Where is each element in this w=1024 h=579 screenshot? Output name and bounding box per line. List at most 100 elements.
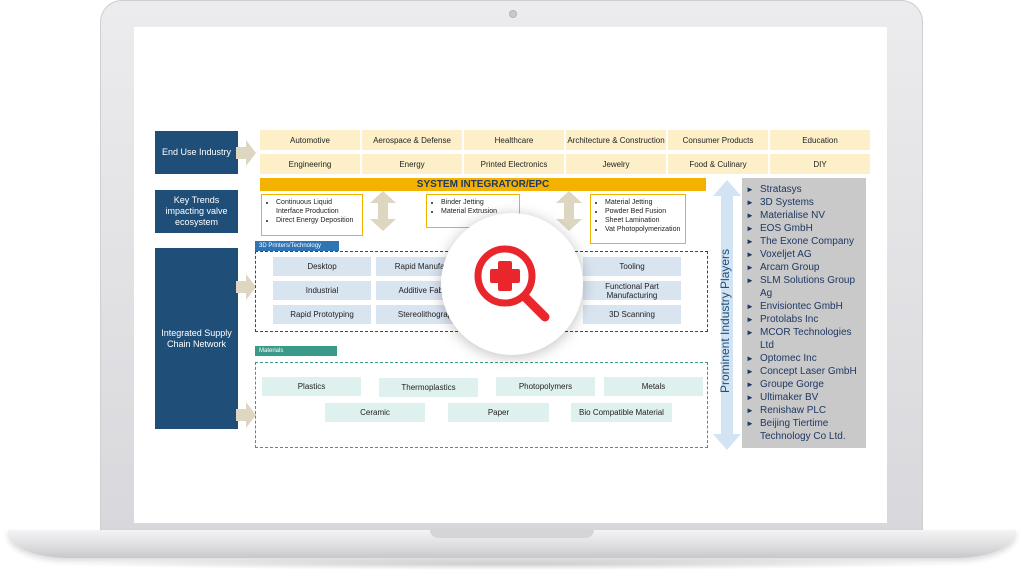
industry-cell: Energy	[362, 154, 462, 174]
materials-tag: Materials	[255, 346, 337, 356]
player-item: ►Arcam Group	[746, 261, 857, 274]
tech-cell: Industrial	[273, 281, 371, 300]
bullet-arrow-icon: ►	[746, 209, 760, 222]
arrow-printers	[236, 274, 256, 300]
player-name: Technology Co Ltd.	[760, 431, 846, 442]
trend-item: Continuous Liquid Interface Production	[276, 198, 358, 216]
bullet-arrow-icon: ►	[746, 404, 760, 417]
player-name: Ltd	[760, 340, 774, 351]
player-name: EOS GmbH	[760, 223, 813, 234]
player-name: Arcam Group	[760, 262, 819, 273]
player-name: Voxeljet AG	[760, 249, 812, 260]
player-name: MCOR Technologies	[760, 327, 852, 338]
industry-cell: Food & Culinary	[668, 154, 768, 174]
players-panel: ►Stratasys►3D Systems►Materialise NV►EOS…	[742, 178, 866, 448]
double-arrow-icon	[368, 191, 398, 231]
bullet-arrow-icon: ►	[746, 235, 760, 248]
bullet-arrow-icon: ►	[746, 365, 760, 378]
player-name: The Exone Company	[760, 236, 854, 247]
industry-cell: Architecture & Construction	[566, 130, 666, 150]
laptop-base	[8, 530, 1016, 558]
camera-icon	[509, 10, 517, 18]
player-item: ►SLM Solutions Group	[746, 274, 857, 287]
bullet-arrow-icon: ►	[746, 196, 760, 209]
player-item: Ag	[746, 287, 857, 300]
player-name: Concept Laser GmbH	[760, 366, 857, 377]
player-name: Envisiontec GmbH	[760, 301, 843, 312]
laptop-shadow	[60, 558, 964, 570]
bullet-arrow-icon: ►	[746, 222, 760, 235]
player-item: ►Concept Laser GmbH	[746, 365, 857, 378]
bullet-arrow-icon: ►	[746, 417, 760, 430]
player-name: SLM Solutions Group	[760, 275, 855, 286]
key-trends-label: Key Trends impacting valve ecosystem	[155, 190, 238, 233]
trend-item: Sheet Lamination	[605, 216, 681, 225]
industry-cell: Engineering	[260, 154, 360, 174]
bullet-arrow-icon: ►	[746, 248, 760, 261]
trend-item: Material Jetting	[605, 198, 681, 207]
trend-item: Binder Jetting	[441, 198, 515, 207]
laptop-notch	[430, 530, 594, 538]
player-item: ►MCOR Technologies	[746, 326, 857, 339]
bullet-arrow-icon: ►	[746, 391, 760, 404]
industry-grid: Automotive Aerospace & Defense Healthcar…	[260, 130, 767, 174]
printers-tag: 3D Printers/Technology	[255, 241, 339, 251]
bullet-arrow-icon: ►	[746, 352, 760, 365]
player-name: Stratasys	[760, 184, 802, 195]
trend-item: Vat Photopolymerization	[605, 225, 681, 234]
trend-item: Powder Bed Fusion	[605, 207, 681, 216]
material-cell: Plastics	[262, 377, 361, 396]
material-cell: Metals	[604, 377, 703, 396]
laptop-screen: End Use Industry Key Trends impacting va…	[134, 27, 887, 523]
zoom-in-icon[interactable]	[441, 213, 583, 355]
player-item: ►3D Systems	[746, 196, 857, 209]
player-item: ►Protolabs Inc	[746, 313, 857, 326]
arrow-end-use	[236, 140, 256, 166]
player-item: Ltd	[746, 339, 857, 352]
player-item: ►Envisiontec GmbH	[746, 300, 857, 313]
bullet-arrow-icon: ►	[746, 261, 760, 274]
end-use-industry-label: End Use Industry	[155, 131, 238, 174]
tech-cell: Functional Part Manufacturing	[583, 281, 681, 300]
industry-cell: Printed Electronics	[464, 154, 564, 174]
player-name: 3D Systems	[760, 197, 814, 208]
material-cell: Thermoplastics	[379, 378, 478, 397]
trend-box-3: Material Jetting Powder Bed Fusion Sheet…	[590, 194, 686, 244]
tech-cell: Tooling	[583, 257, 681, 276]
trend-item: Direct Energy Deposition	[276, 216, 358, 225]
player-item: ►Optomec Inc	[746, 352, 857, 365]
player-item: ►Materialise NV	[746, 209, 857, 222]
player-item: ►Groupe Gorge	[746, 378, 857, 391]
bullet-arrow-icon: ►	[746, 274, 760, 287]
player-name: Beijing Tiertime	[760, 418, 828, 429]
player-name: Protolabs Inc	[760, 314, 818, 325]
player-item: ►EOS GmbH	[746, 222, 857, 235]
player-name: Groupe Gorge	[760, 379, 824, 390]
player-name: Materialise NV	[760, 210, 825, 221]
player-name: Ultimaker BV	[760, 392, 818, 403]
player-item: ►The Exone Company	[746, 235, 857, 248]
bullet-arrow-icon: ►	[746, 300, 760, 313]
material-cell: Bio Compatible Material	[571, 403, 672, 422]
bullet-arrow-icon: ►	[746, 313, 760, 326]
arrow-materials	[236, 402, 256, 428]
bullet-arrow-icon: ►	[746, 326, 760, 339]
material-cell: Paper	[448, 403, 549, 422]
industry-cell: Jewelry	[566, 154, 666, 174]
trend-box-1: Continuous Liquid Interface ProductionDi…	[261, 194, 363, 236]
player-name: Ag	[760, 288, 772, 299]
industry-cell: DIY	[770, 154, 870, 174]
industry-cell: Education	[770, 130, 870, 150]
tech-cell: Desktop	[273, 257, 371, 276]
industry-cell: Consumer Products	[668, 130, 768, 150]
player-item: Technology Co Ltd.	[746, 430, 857, 443]
zoom-overlay[interactable]	[441, 213, 583, 355]
industry-cell: Healthcare	[464, 130, 564, 150]
tech-cell: 3D Scanning	[583, 305, 681, 324]
system-integrator-bar: SYSTEM INTEGRATOR/EPC	[260, 178, 706, 191]
bullet-arrow-icon: ►	[746, 378, 760, 391]
player-name: Renishaw PLC	[760, 405, 826, 416]
material-cell: Ceramic	[325, 403, 425, 422]
player-item: ►Ultimaker BV	[746, 391, 857, 404]
tech-cell: Rapid Prototyping	[273, 305, 371, 324]
